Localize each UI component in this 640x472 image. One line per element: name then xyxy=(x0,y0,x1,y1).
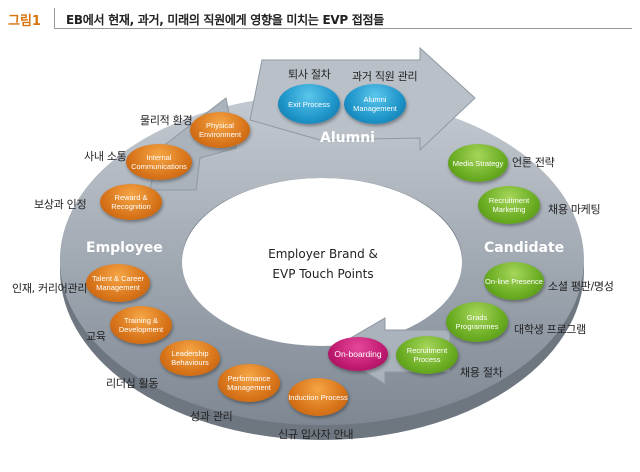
node-leadership-behaviours: Leadership Behaviours xyxy=(160,340,220,376)
node-talent-career-management: Talent & Career Management xyxy=(86,264,150,302)
section-employee: Employee xyxy=(86,240,163,256)
node-recruitment-process: Recruitment Process xyxy=(396,336,458,374)
label-performance-management: 성과 관리 xyxy=(190,410,233,423)
center-title-line1: Employer Brand & xyxy=(268,247,378,261)
node-physical-environment: Physical Environment xyxy=(190,112,250,148)
node-onboarding: On-boarding xyxy=(328,337,388,371)
label-recruitment-process: 채용 절차 xyxy=(460,366,503,379)
label-online-presence: 소셜 평판/명성 xyxy=(548,280,614,293)
node-training-development: Training & Development xyxy=(110,306,172,344)
label-leadership-behaviours: 리더십 활동 xyxy=(106,377,159,390)
label-internal-communications: 사내 소통 xyxy=(84,150,127,163)
header-rule xyxy=(54,28,632,29)
label-training-development: 교육 xyxy=(86,330,106,343)
header-divider-tick xyxy=(54,8,55,28)
node-reward-recognition: Reward & Recognition xyxy=(100,184,162,220)
node-alumni-management: Alumni Management xyxy=(344,84,406,124)
node-online-presence: On-line Presence xyxy=(484,262,544,300)
label-recruitment-marketing: 채용 마케팅 xyxy=(548,203,601,216)
label-media-strategy: 언론 전략 xyxy=(512,156,555,169)
figure-title: EB에서 현재, 과거, 미래의 직원에게 영향을 미치는 EVP 접점들 xyxy=(66,13,384,27)
label-induction-process: 신규 입사자 안내 xyxy=(278,428,354,441)
figure-header: 그림1 EB에서 현재, 과거, 미래의 직원에게 영향을 미치는 EVP 접점… xyxy=(8,6,632,34)
label-grads-programmes: 대학생 프로그램 xyxy=(514,323,586,336)
node-recruitment-marketing: Recruitment Marketing xyxy=(478,186,540,224)
node-internal-communications: Internal Communications xyxy=(126,144,192,180)
label-alumni-management: 과거 직원 관리 xyxy=(352,70,418,83)
label-physical-environment: 물리적 환경 xyxy=(140,114,193,127)
node-exit-process: Exit Process xyxy=(278,84,340,124)
node-media-strategy: Media Strategy xyxy=(448,144,508,182)
figure-label: 그림1 xyxy=(8,14,41,29)
label-talent-career-management: 인재, 커리어관리 xyxy=(12,282,88,295)
section-candidate: Candidate xyxy=(484,240,565,256)
ring-center xyxy=(182,178,462,346)
node-grads-programmes: Grads Programmes xyxy=(446,302,508,342)
section-alumni: Alumni xyxy=(320,130,375,146)
node-induction-process: Induction Process xyxy=(288,378,348,416)
node-performance-management: Performance Management xyxy=(218,364,280,402)
center-title-line2: EVP Touch Points xyxy=(272,267,374,281)
label-reward-recognition: 보상과 인정 xyxy=(34,198,87,211)
label-exit-process: 퇴사 절차 xyxy=(288,68,331,81)
